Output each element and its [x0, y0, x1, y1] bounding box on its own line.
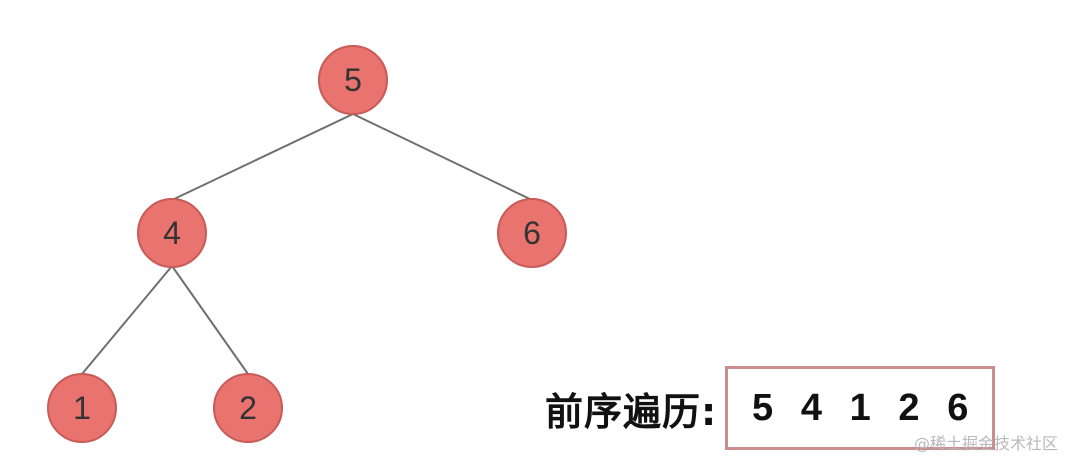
sequence-item: 5 — [752, 386, 774, 429]
node-label-2: 2 — [239, 390, 257, 426]
watermark: @稀土掘金技术社区 — [913, 434, 1058, 453]
traversal-label: 前序遍历: — [545, 389, 718, 434]
sequence-item: 6 — [947, 386, 969, 429]
sequence-item: 1 — [849, 386, 871, 429]
preorder-traversal: 前序遍历: 5 4 1 2 6 — [545, 366, 996, 450]
tree-node-1: 1 — [47, 373, 117, 443]
node-label-4: 4 — [163, 215, 181, 251]
node-label-5: 5 — [344, 62, 362, 98]
tree-node-6: 6 — [497, 198, 567, 268]
sequence-item: 4 — [800, 386, 822, 429]
sequence-item: 2 — [898, 386, 920, 429]
tree-node-4: 4 — [137, 198, 207, 268]
edge-5-6 — [352, 113, 533, 201]
edge-4-1 — [81, 265, 173, 375]
node-label-1: 1 — [73, 390, 91, 426]
traversal-result-box: 5 4 1 2 6 — [725, 366, 996, 450]
tree-node-5: 5 — [318, 45, 388, 115]
tree-node-2: 2 — [213, 373, 283, 443]
node-label-6: 6 — [523, 215, 541, 251]
edge-5-4 — [171, 113, 354, 201]
edge-4-2 — [171, 265, 249, 375]
